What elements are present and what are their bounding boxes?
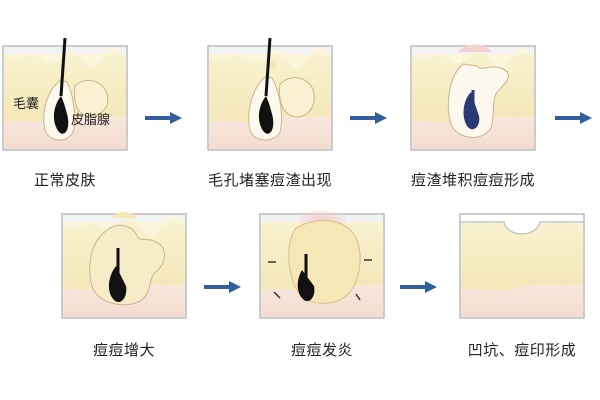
arrow-1 — [145, 112, 182, 124]
panel-pimple-enlarge — [61, 212, 187, 319]
panel-pimple-inflamed — [259, 210, 385, 319]
caption-pore-clogged: 毛孔堵塞痘渣出现 — [207, 171, 332, 189]
arrow-2 — [350, 112, 387, 124]
panel-scar-formed — [459, 213, 585, 319]
hair-follicle-label: 毛囊 — [13, 96, 39, 112]
caption-scar-formed: 凹坑、痘印形成 — [467, 341, 577, 359]
arrow-3 — [555, 112, 592, 124]
panel-comedone-forming — [410, 44, 536, 151]
panel-pore-clogged — [207, 37, 333, 151]
caption-pimple-inflamed: 痘痘发炎 — [290, 341, 353, 359]
arrow-5 — [400, 281, 437, 293]
caption-normal-skin: 正常皮肤 — [33, 171, 96, 189]
panel-normal-skin: 毛囊 皮脂腺 — [2, 37, 128, 151]
arrow-4 — [204, 281, 241, 293]
sebaceous-gland-label: 皮脂腺 — [71, 113, 110, 128]
caption-comedone-forming: 痘渣堆积痘痘形成 — [410, 171, 535, 189]
caption-pimple-enlarge: 痘痘增大 — [92, 341, 155, 359]
